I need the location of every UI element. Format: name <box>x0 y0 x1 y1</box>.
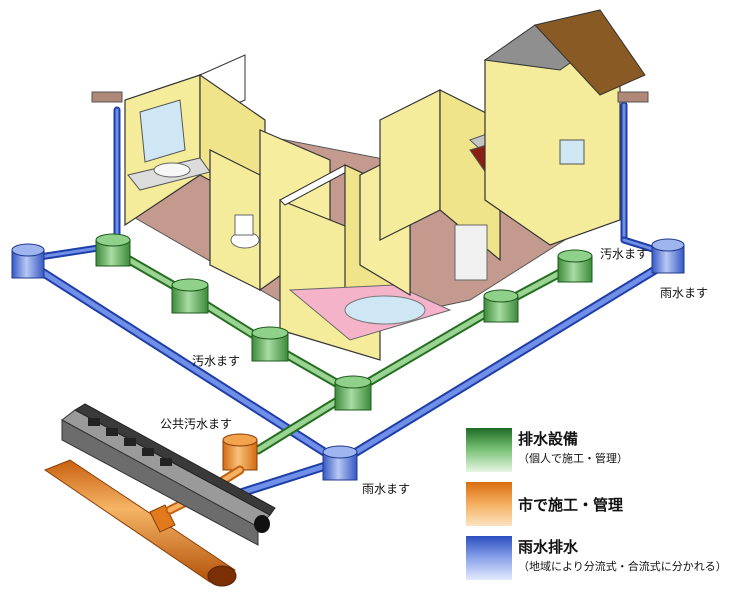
rain-basins <box>11 238 685 481</box>
house <box>91 9 649 361</box>
street-gutter <box>61 403 276 546</box>
legend-swatch-rain-drainage <box>466 536 512 580</box>
sewage-basins <box>95 233 593 411</box>
label-rain-basin-bottom: 雨水ます <box>362 482 411 496</box>
rain-basin-bottom <box>322 445 358 481</box>
label-public-sewage-basin: 公共汚水ます <box>160 417 233 431</box>
rain-basin-left <box>11 243 45 279</box>
label-sewage-basin-center: 汚水ます <box>192 354 241 368</box>
legend-title-rain-drainage: 雨水排水 <box>518 538 579 556</box>
label-rain-basin-right: 雨水ます <box>660 286 709 300</box>
legend-title-drainage-equipment: 排水設備 <box>518 430 579 448</box>
rain-basin-right <box>651 238 685 274</box>
sewage-basin-2 <box>171 278 209 314</box>
sewage-basin-6 <box>557 249 593 283</box>
legend-title-city-managed: 市で施工・管理 <box>518 496 624 514</box>
sewage-basin-1 <box>95 233 131 267</box>
legend-sub-drainage-equipment: （個人で施工・管理） <box>518 452 628 465</box>
legend-swatch-drainage-equipment <box>466 428 512 472</box>
label-sewage-basin-right: 汚水ます <box>600 247 649 261</box>
sewage-basin-4 <box>334 375 372 411</box>
legend-sub-rain-drainage: （地域により分流式・合流式に分かれる） <box>518 560 727 573</box>
legend-swatch-city-managed <box>466 482 512 526</box>
sewage-basin-5 <box>483 289 519 323</box>
sewage-basin-3 <box>251 326 289 362</box>
